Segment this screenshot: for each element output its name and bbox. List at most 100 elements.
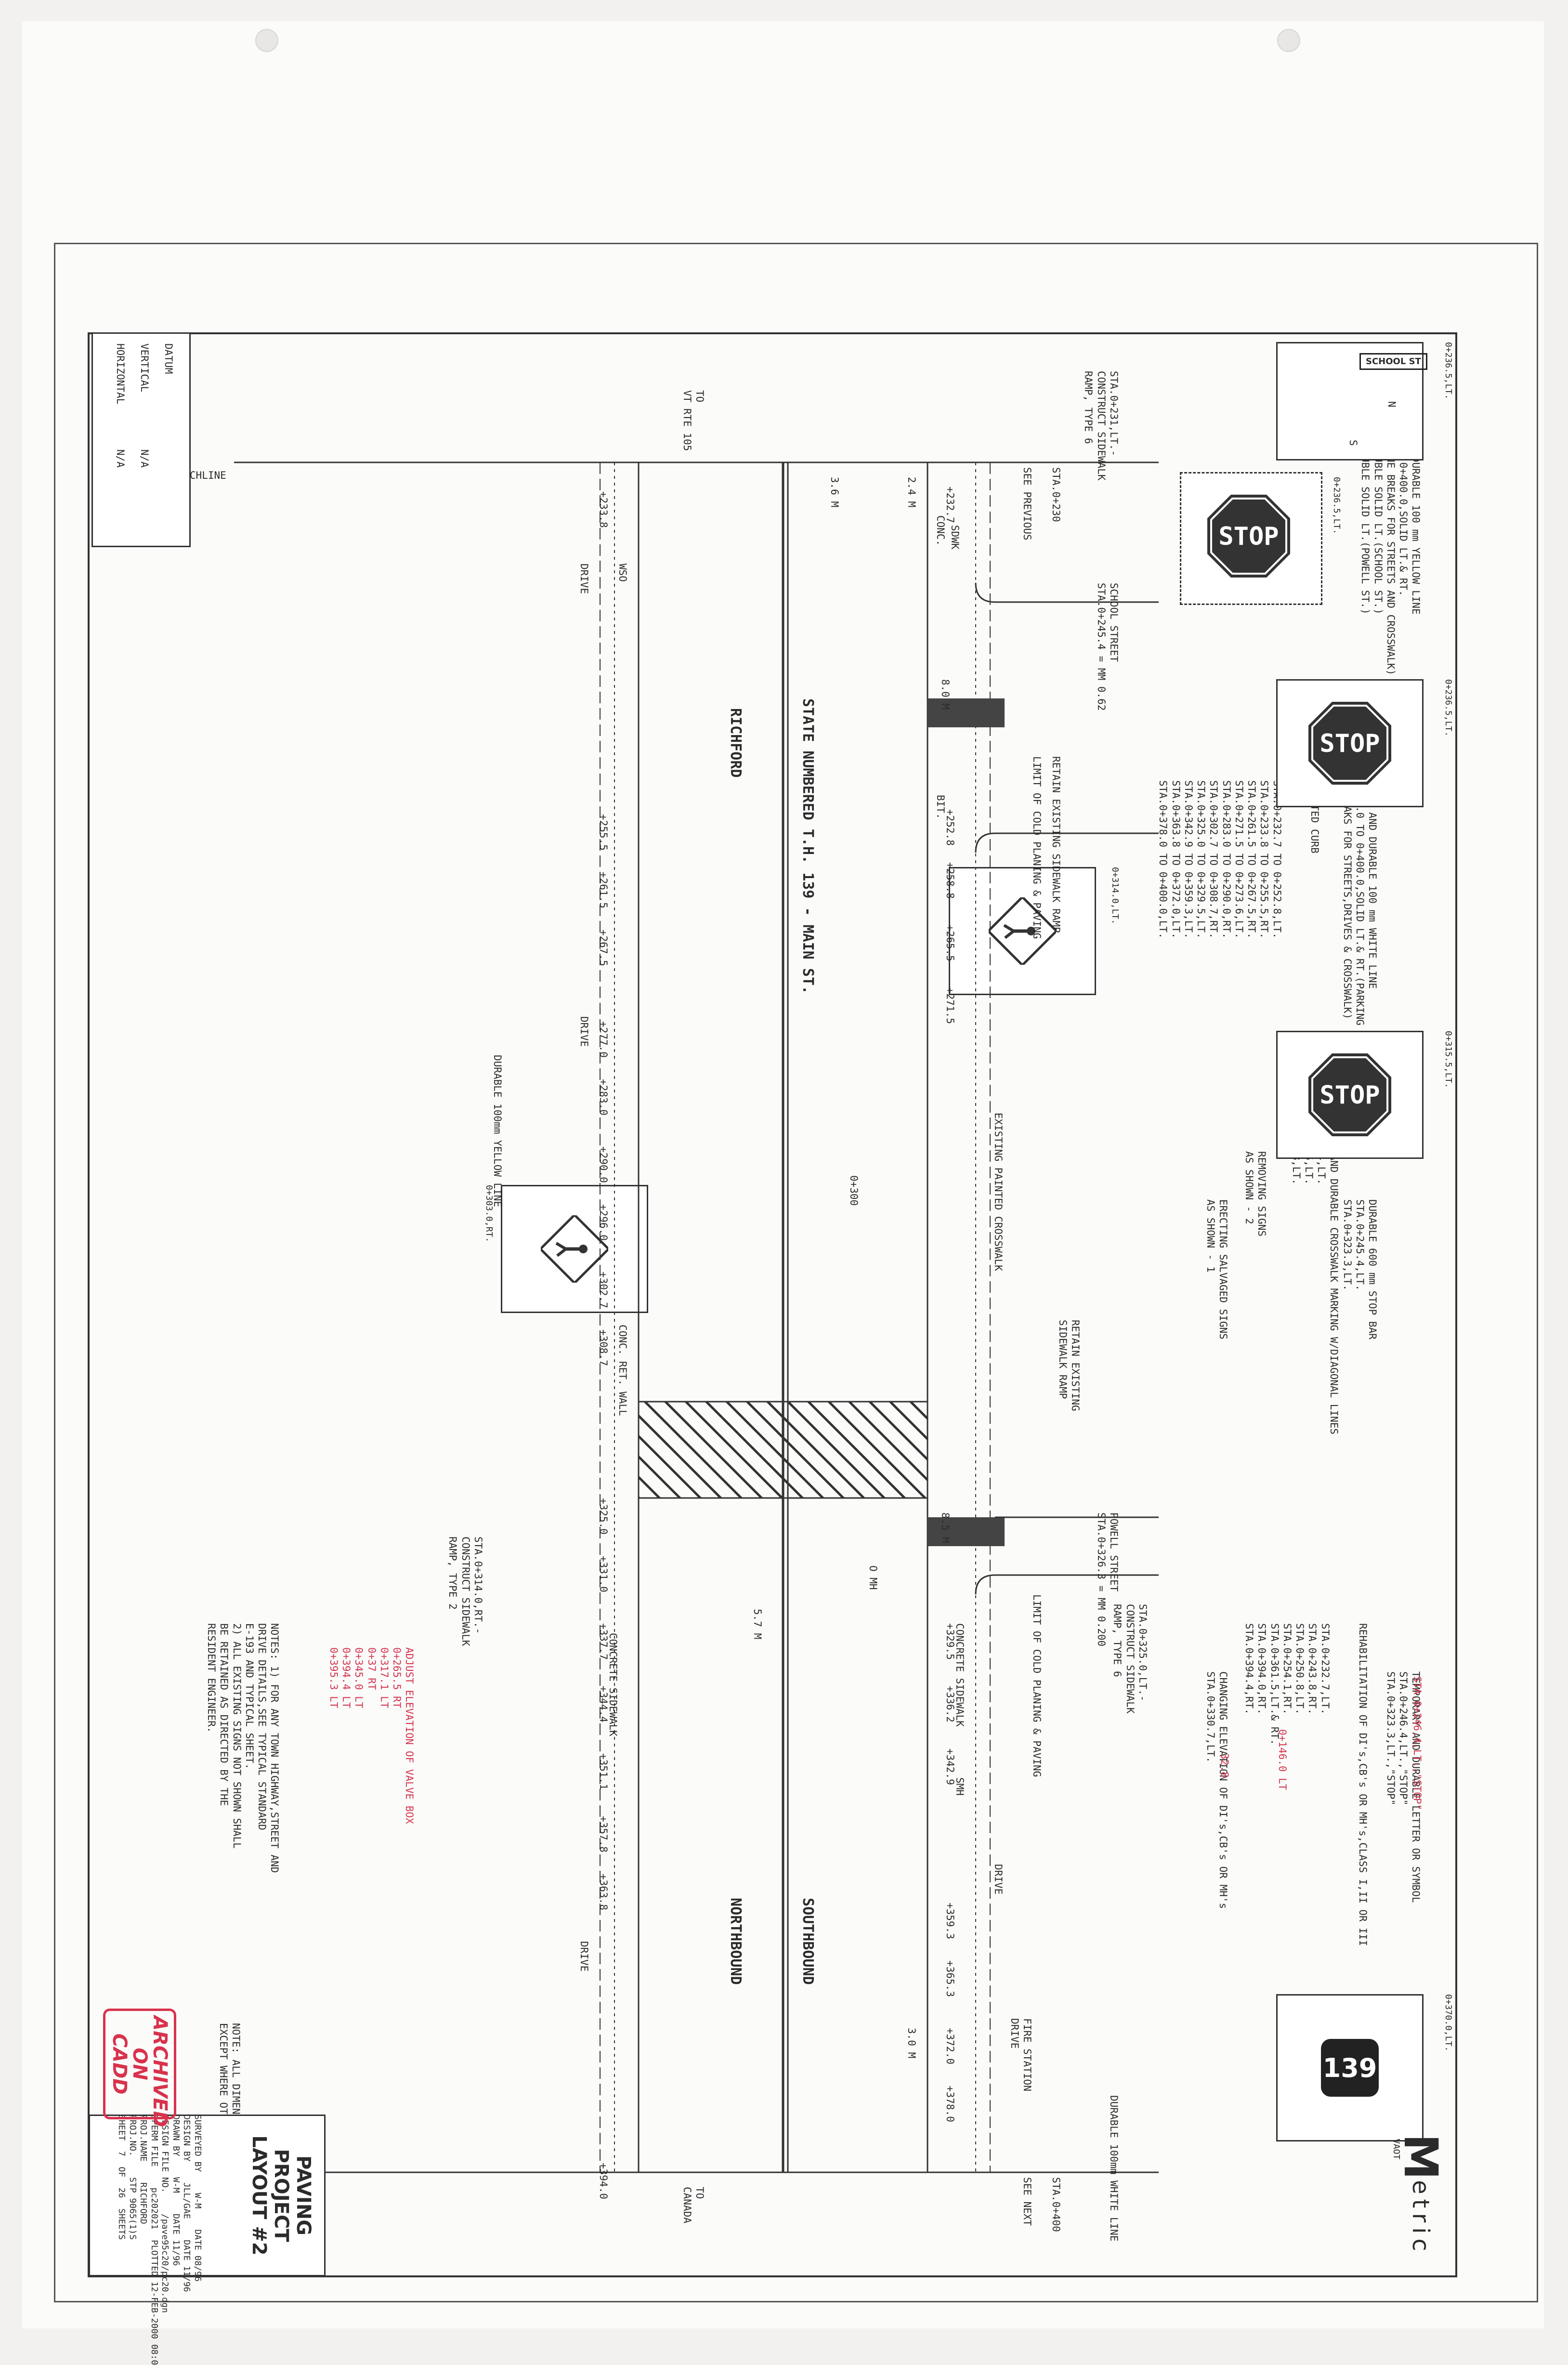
wso-label: WSO xyxy=(617,564,628,582)
vaot-metric-logo: M VAOT etric xyxy=(1390,2134,1448,2259)
general-notes: NOTES: 1) FOR ANY TOWN HIGHWAY,STREET AN… xyxy=(206,1623,281,1873)
horizontal-label: HORIZONTAL xyxy=(115,343,126,405)
to-vt105-label: TO VT RTE 105 xyxy=(681,390,706,451)
limit-cold-label-1: LIMIT OF COLD PLANING & PAVING xyxy=(1031,756,1043,939)
drive-label-3: DRIVE xyxy=(993,1864,1004,1895)
station-bot-5: +277.0 xyxy=(598,1021,609,1058)
sdwk-label: SDWK xyxy=(949,525,961,550)
width-57-label: 5.7 M xyxy=(752,1609,763,1640)
pedestrian-icon-2 xyxy=(541,1215,608,1283)
datum-box: DATUM VERTICAL N/A HORIZONTAL N/A xyxy=(91,332,191,547)
sta-300-label: 0+300 xyxy=(848,1175,860,1206)
sign-stop-2: STOP xyxy=(1276,1031,1424,1159)
station-bot-1: +233.8 xyxy=(598,491,609,528)
vertical-value: N/A xyxy=(139,449,150,468)
durable-white-label: DURABLE 100mm WHITE LINE xyxy=(1108,2095,1120,2242)
road-name-richford: RICHFORD xyxy=(727,708,744,778)
station-top-7: +336.2 xyxy=(944,1686,956,1722)
rotated-drawing: TEMPORARY AND DURABLE 100 mm YELLOW LINE… xyxy=(88,332,1457,2365)
station-top-9: +359.3 xyxy=(944,1903,956,1939)
school-street-label: SCHOOL STREET STA.0+245.4 = MM 0.62 xyxy=(1095,583,1120,711)
retain-ramp-label-2: RETAIN EXISTING SIDEWALK RAMP xyxy=(1057,1320,1081,1411)
stop-octagon-3: STOP xyxy=(1308,1053,1391,1136)
station-bot-9: +302.7 xyxy=(598,1272,609,1308)
width-85-label: 8.5 M xyxy=(940,1512,951,1543)
horizontal-value: N/A xyxy=(115,449,126,468)
sta-230-label: STA.0+230 xyxy=(1050,467,1062,522)
drive-label-2: DRIVE xyxy=(578,1016,590,1047)
station-bot-14: +344.4 xyxy=(598,1686,609,1722)
see-next-label: SEE NEXT xyxy=(1021,2177,1033,2226)
roadway-plan xyxy=(234,461,1159,2173)
pedestrian-icon xyxy=(989,897,1056,965)
title-text: PAVING PROJECT LAYOUT #2 xyxy=(248,2135,314,2256)
school-st-stop-bar xyxy=(928,698,1005,727)
station-bot-15: +351.1 xyxy=(598,1753,609,1790)
sheet-border xyxy=(54,243,1538,2302)
punch-hole-left xyxy=(255,29,278,52)
logo-letter: M xyxy=(1394,2134,1448,2180)
width-36-label: 3.6 M xyxy=(829,477,840,508)
datum-label: DATUM xyxy=(163,343,174,374)
station-bot-13: +337.7 xyxy=(598,1623,609,1660)
road-name-northbound: NORTHBOUND xyxy=(727,1898,744,1985)
sta-400-label: STA.0+400 xyxy=(1050,2177,1062,2232)
width-80-label: 8.0 M xyxy=(940,679,951,710)
powell-st-stop-bar xyxy=(928,1517,1005,1546)
station-bot-11: +325.0 xyxy=(598,1498,609,1535)
punch-hole-right xyxy=(1277,29,1300,52)
station-top-2: +252.8 xyxy=(944,809,956,846)
see-previous-label: SEE PREVIOUS xyxy=(1021,467,1033,540)
station-top-4: +265.5 xyxy=(944,925,956,961)
station-top-11: +372.0 xyxy=(944,2028,956,2064)
width-30-label: 3.0 M xyxy=(906,2028,917,2059)
road-name-southbound: SOUTHBOUND xyxy=(799,1898,816,1985)
station-bot-18: +394.0 xyxy=(598,2163,609,2199)
station-bot-3: +261.5 xyxy=(598,872,609,908)
station-top-10: +365.3 xyxy=(944,1960,956,1997)
conc-ret-wall-label: CONC. RET. WALL xyxy=(617,1325,628,1416)
station-top-8: +342.9 xyxy=(944,1748,956,1785)
sign-stop-1: STOP xyxy=(1276,679,1424,807)
station-bot-7: +290.0 xyxy=(598,1146,609,1183)
station-bot-12: +331.0 xyxy=(598,1556,609,1592)
vertical-label: VERTICAL xyxy=(139,343,150,393)
construct-ramp-1: STA.0+231,LT.- CONSTRUCT SIDEWALK RAMP, … xyxy=(1083,371,1120,481)
durable-yellow-label: DURABLE 100mm YELLOW LINE xyxy=(492,1055,503,1208)
construct-ramp-2: STA.0+325.0,LT.- CONSTRUCT SIDEWALK RAMP… xyxy=(1111,1604,1149,1714)
station-bot-10: +308.7 xyxy=(598,1329,609,1366)
limit-cold-label-2: LIMIT OF COLD PLANING & PAVING xyxy=(1031,1594,1043,1777)
sign-stop-removed: STOP xyxy=(1180,472,1322,605)
svg-text:STOP: STOP xyxy=(1320,1081,1380,1110)
station-bot-4: +267.5 xyxy=(598,930,609,966)
sign-ped-crossing-1 xyxy=(949,867,1096,995)
archived-stamp: ARCHIVED ON CADD xyxy=(103,2009,176,2127)
stop-octagon-2: STOP xyxy=(1308,702,1391,785)
station-top-3: +258.8 xyxy=(944,862,956,899)
drive-label-4: DRIVE xyxy=(578,1941,590,1972)
station-bot-6: +283.0 xyxy=(598,1079,609,1116)
svg-text:STOP: STOP xyxy=(1320,729,1380,758)
retain-ramp-label: RETAIN EXISTING SIDEWALK RAMP xyxy=(1050,756,1062,933)
fire-station-label: FIRE STATION DRIVE xyxy=(1008,2018,1033,2091)
station-top-6: +329.5 xyxy=(944,1623,956,1660)
svg-text:STOP: STOP xyxy=(1218,522,1279,551)
road-name-main: STATE NUMBERED T.H. 139 - MAIN ST. xyxy=(799,698,816,995)
station-top-1: +232.7 xyxy=(944,486,956,523)
logo-text: etric xyxy=(1407,2180,1434,2256)
width-24-label: 2.4 M xyxy=(906,477,917,508)
logo-small: VAOT xyxy=(1391,2139,1401,2160)
station-bot-2: +255.5 xyxy=(598,814,609,851)
station-top-12: +378.0 xyxy=(944,2086,956,2122)
mh-label: O MH xyxy=(867,1565,879,1590)
sign-ped-crossing-2 xyxy=(501,1185,648,1313)
station-bot-16: +357.8 xyxy=(598,1816,609,1853)
station-bot-17: +363.8 xyxy=(598,1874,609,1910)
crosswalk-hatch xyxy=(638,1401,928,1499)
station-top-5: +271.5 xyxy=(944,987,956,1024)
drive-label-1: DRIVE xyxy=(578,564,590,594)
existing-crosswalk-label: EXISTING PAINTED CROSSWALK xyxy=(993,1113,1004,1271)
station-bot-8: +296.0 xyxy=(598,1204,609,1241)
